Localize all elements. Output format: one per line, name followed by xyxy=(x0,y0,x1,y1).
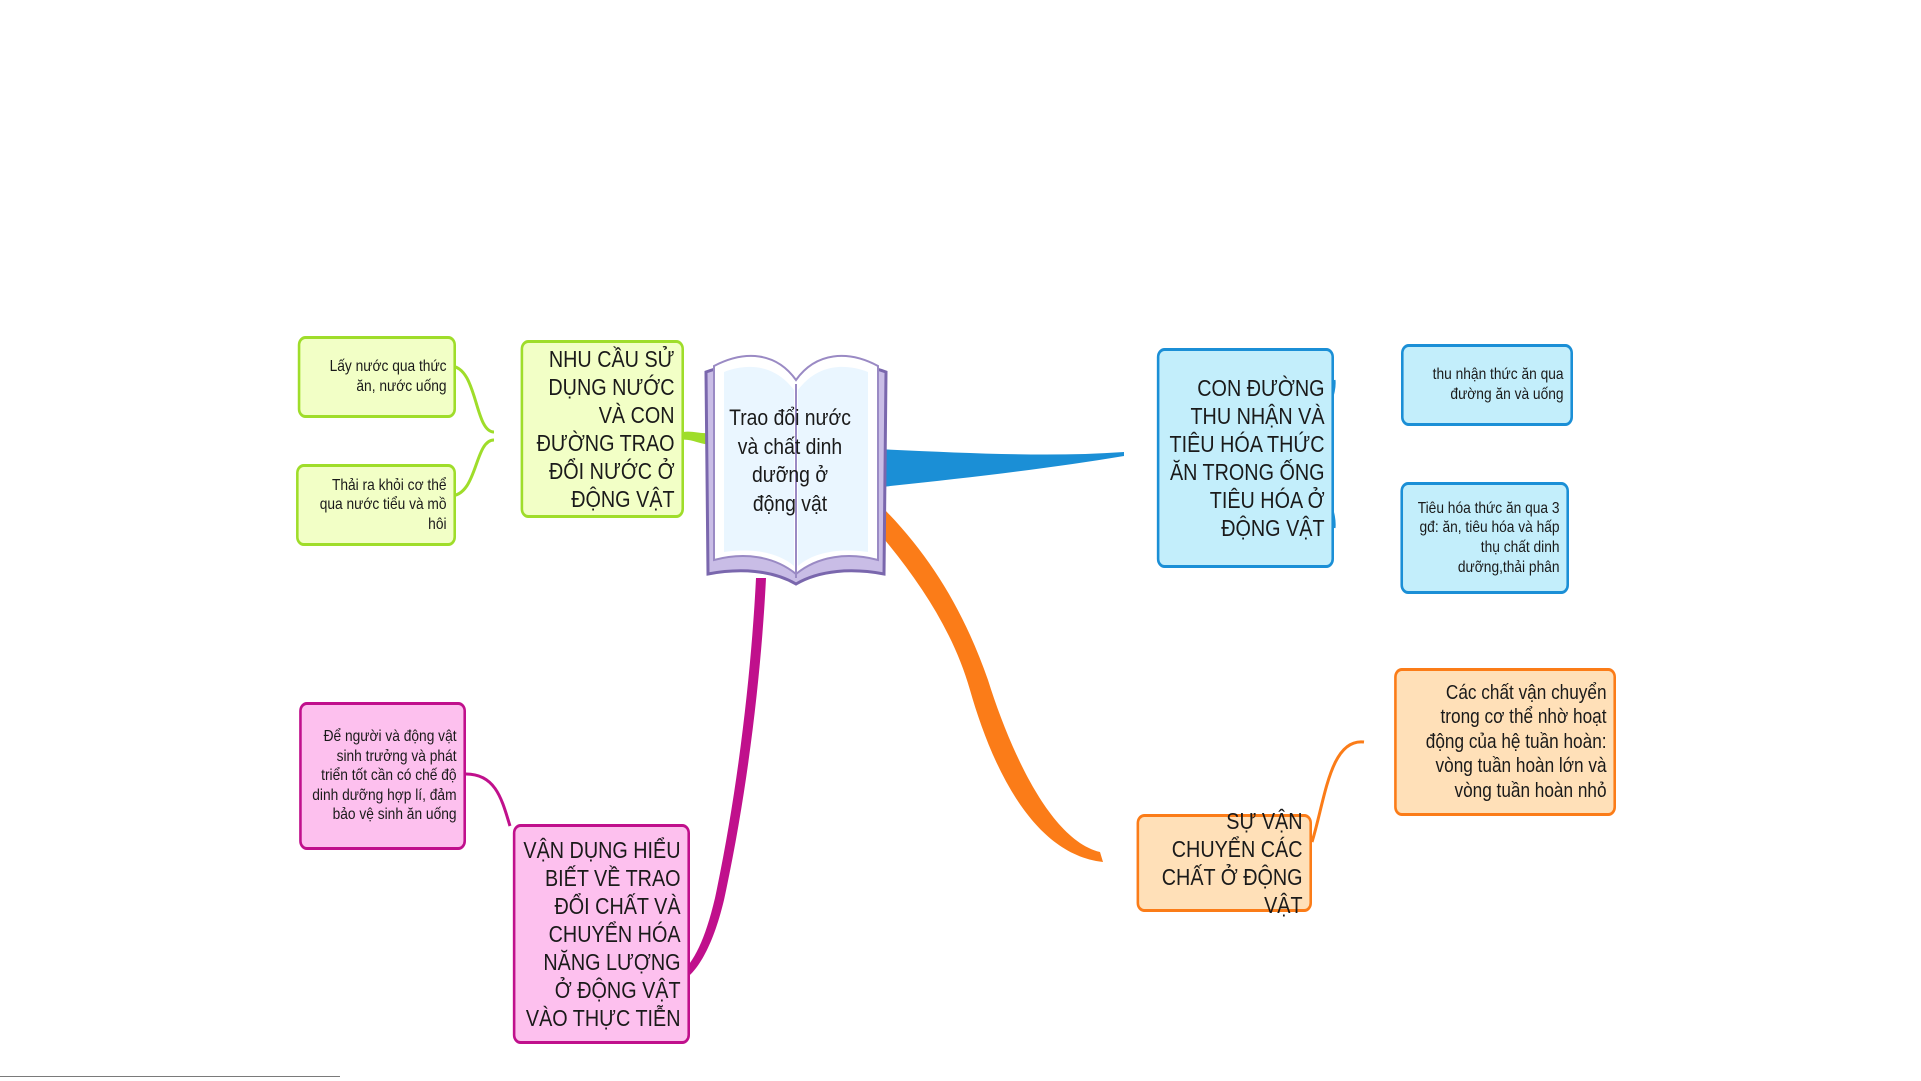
leaf-water-output[interactable]: Thải ra khỏi cơ thể qua nước tiểu và mồ … xyxy=(296,464,456,546)
branch-digestion-label: CON ĐƯỜNG THU NHẬN VÀ TIÊU HÓA THỨC ĂN T… xyxy=(1169,374,1325,542)
connector-transport xyxy=(850,488,1103,862)
connector-water-child-1 xyxy=(449,364,495,434)
leaf-water-intake-label: Lấy nước qua thức ăn, nước uống xyxy=(329,358,447,395)
leaf-circulation-label: Các chất vận chuyển trong cơ thể nhờ hoạ… xyxy=(1425,682,1607,802)
leaf-water-output-label: Thải ra khỏi cơ thể qua nước tiểu và mồ … xyxy=(319,476,447,533)
branch-application-label: VẬN DỤNG HIỂU BIẾT VỀ TRAO ĐỔI CHẤT VÀ C… xyxy=(523,836,681,1032)
leaf-circulation[interactable]: Các chất vận chuyển trong cơ thể nhờ hoạ… xyxy=(1394,668,1616,816)
branch-application-node[interactable]: VẬN DỤNG HIỂU BIẾT VỀ TRAO ĐỔI CHẤT VÀ C… xyxy=(512,824,690,1044)
leaf-food-intake[interactable]: thu nhận thức ăn qua đường ăn và uống xyxy=(1401,344,1573,426)
branch-water-node[interactable]: NHU CẦU SỬ DỤNG NƯỚC VÀ CON ĐƯỜNG TRAO Đ… xyxy=(520,340,684,518)
connector-digestion xyxy=(852,448,1124,490)
branch-digestion-node[interactable]: CON ĐƯỜNG THU NHẬN VÀ TIÊU HÓA THỨC ĂN T… xyxy=(1156,348,1334,568)
leaf-digestion-stages[interactable]: Tiêu hóa thức ăn qua 3 gđ: ăn, tiêu hóa … xyxy=(1400,482,1569,594)
leaf-digestion-stages-label: Tiêu hóa thức ăn qua 3 gđ: ăn, tiêu hóa … xyxy=(1417,499,1560,576)
connector-application xyxy=(680,578,766,980)
leaf-water-intake[interactable]: Lấy nước qua thức ăn, nước uống xyxy=(297,336,456,418)
leaf-food-intake-label: thu nhận thức ăn qua đường ăn và uống xyxy=(1432,366,1564,403)
connector-water xyxy=(676,431,712,445)
branch-transport-node[interactable]: SỰ VẬN CHUYỂN CÁC CHẤT Ở ĐỘNG VẬT xyxy=(1136,808,1312,918)
connector-water-child-2 xyxy=(449,438,495,498)
connector-application-child xyxy=(465,772,512,827)
central-topic-label: Trao đổi nước và chất dinh dưỡng ở động … xyxy=(729,405,851,516)
leaf-nutrition-advice-label: Để người và động vật sinh trưởng và phát… xyxy=(312,728,457,824)
central-topic[interactable]: Trao đổi nước và chất dinh dưỡng ở động … xyxy=(728,404,851,518)
open-book-icon xyxy=(704,355,888,586)
branch-water-label: NHU CẦU SỬ DỤNG NƯỚC VÀ CON ĐƯỜNG TRAO Đ… xyxy=(536,345,675,513)
leaf-nutrition-advice[interactable]: Để người và động vật sinh trưởng và phát… xyxy=(299,702,466,850)
connector-transport-child xyxy=(1310,740,1365,843)
branch-transport-label: SỰ VẬN CHUYỂN CÁC CHẤT Ở ĐỘNG VẬT xyxy=(1161,807,1303,919)
bottom-divider xyxy=(0,1076,340,1077)
